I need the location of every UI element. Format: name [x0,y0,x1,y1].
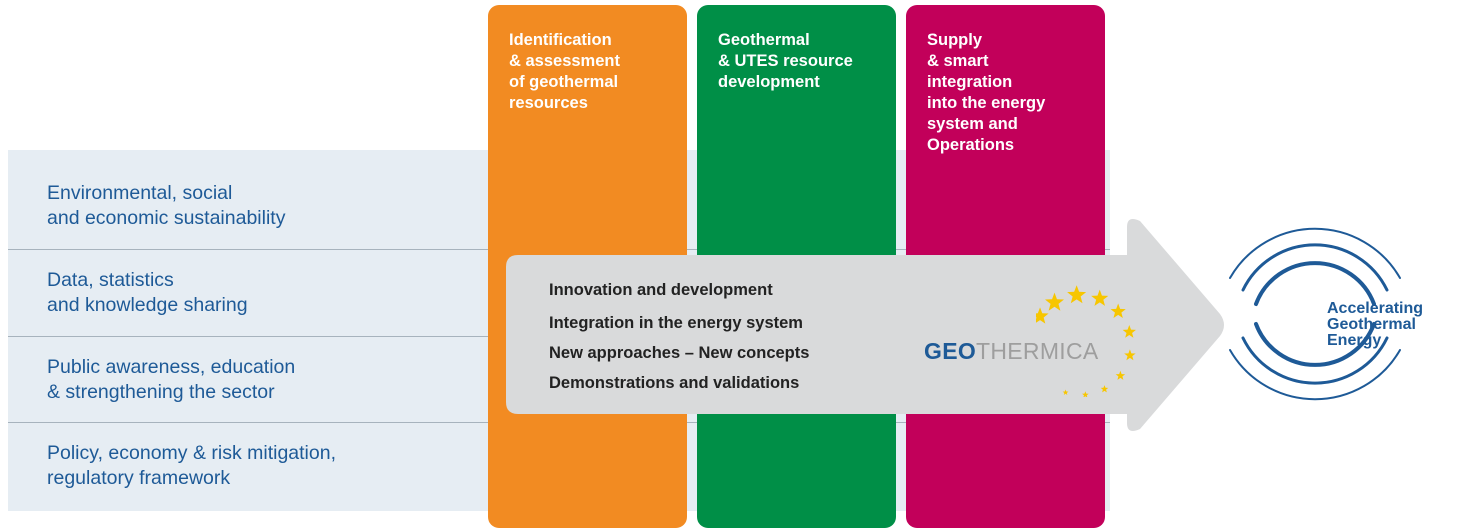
eu-star-icon [1122,325,1136,338]
arrow-item-innovation: Innovation and development [549,281,773,299]
eu-star-icon [1100,385,1109,393]
eu-stars-icon [1036,285,1136,397]
innovation-arrow [506,219,1224,431]
eu-star-icon [1091,289,1109,306]
logo-geo-text: GEO [924,338,977,364]
eu-star-icon [1124,349,1136,361]
eu-star-icon [1044,292,1065,311]
row-label-public-awareness: Public awareness, education & strengthen… [47,356,296,403]
arrow-item-integration: Integration in the energy system [549,314,803,332]
arrow-item-demonstrations: Demonstrations and validations [549,374,800,392]
eu-star-icon [1067,285,1087,304]
radiating-rings-icon [1229,227,1401,401]
column-title-identification: Identification & assessment of geotherma… [509,31,620,112]
arrow-shape [506,219,1224,431]
row-label-sustainability: Environmental, social and economic susta… [47,182,286,229]
geothermica-logo: GEOTHERMICA [924,338,1099,364]
eu-star-icon [1062,389,1069,395]
eu-star-icon [1036,307,1049,324]
eu-star-icon [1082,391,1089,397]
row-label-policy: Policy, economy & risk mitigation, regul… [47,442,336,489]
column-title-integration: Supply & smart integration into the ener… [927,31,1046,154]
column-title-development: Geothermal & UTES resource development [718,31,853,91]
logo-thermica-text: THERMICA [976,338,1099,364]
arrow-item-new-approaches: New approaches – New concepts [549,344,810,362]
eu-star-icon [1115,370,1126,380]
goal-label: Accelerating Geothermal Energy [1327,300,1424,349]
eu-star-icon [1110,303,1126,319]
row-label-data-sharing: Data, statistics and knowledge sharing [47,269,248,316]
